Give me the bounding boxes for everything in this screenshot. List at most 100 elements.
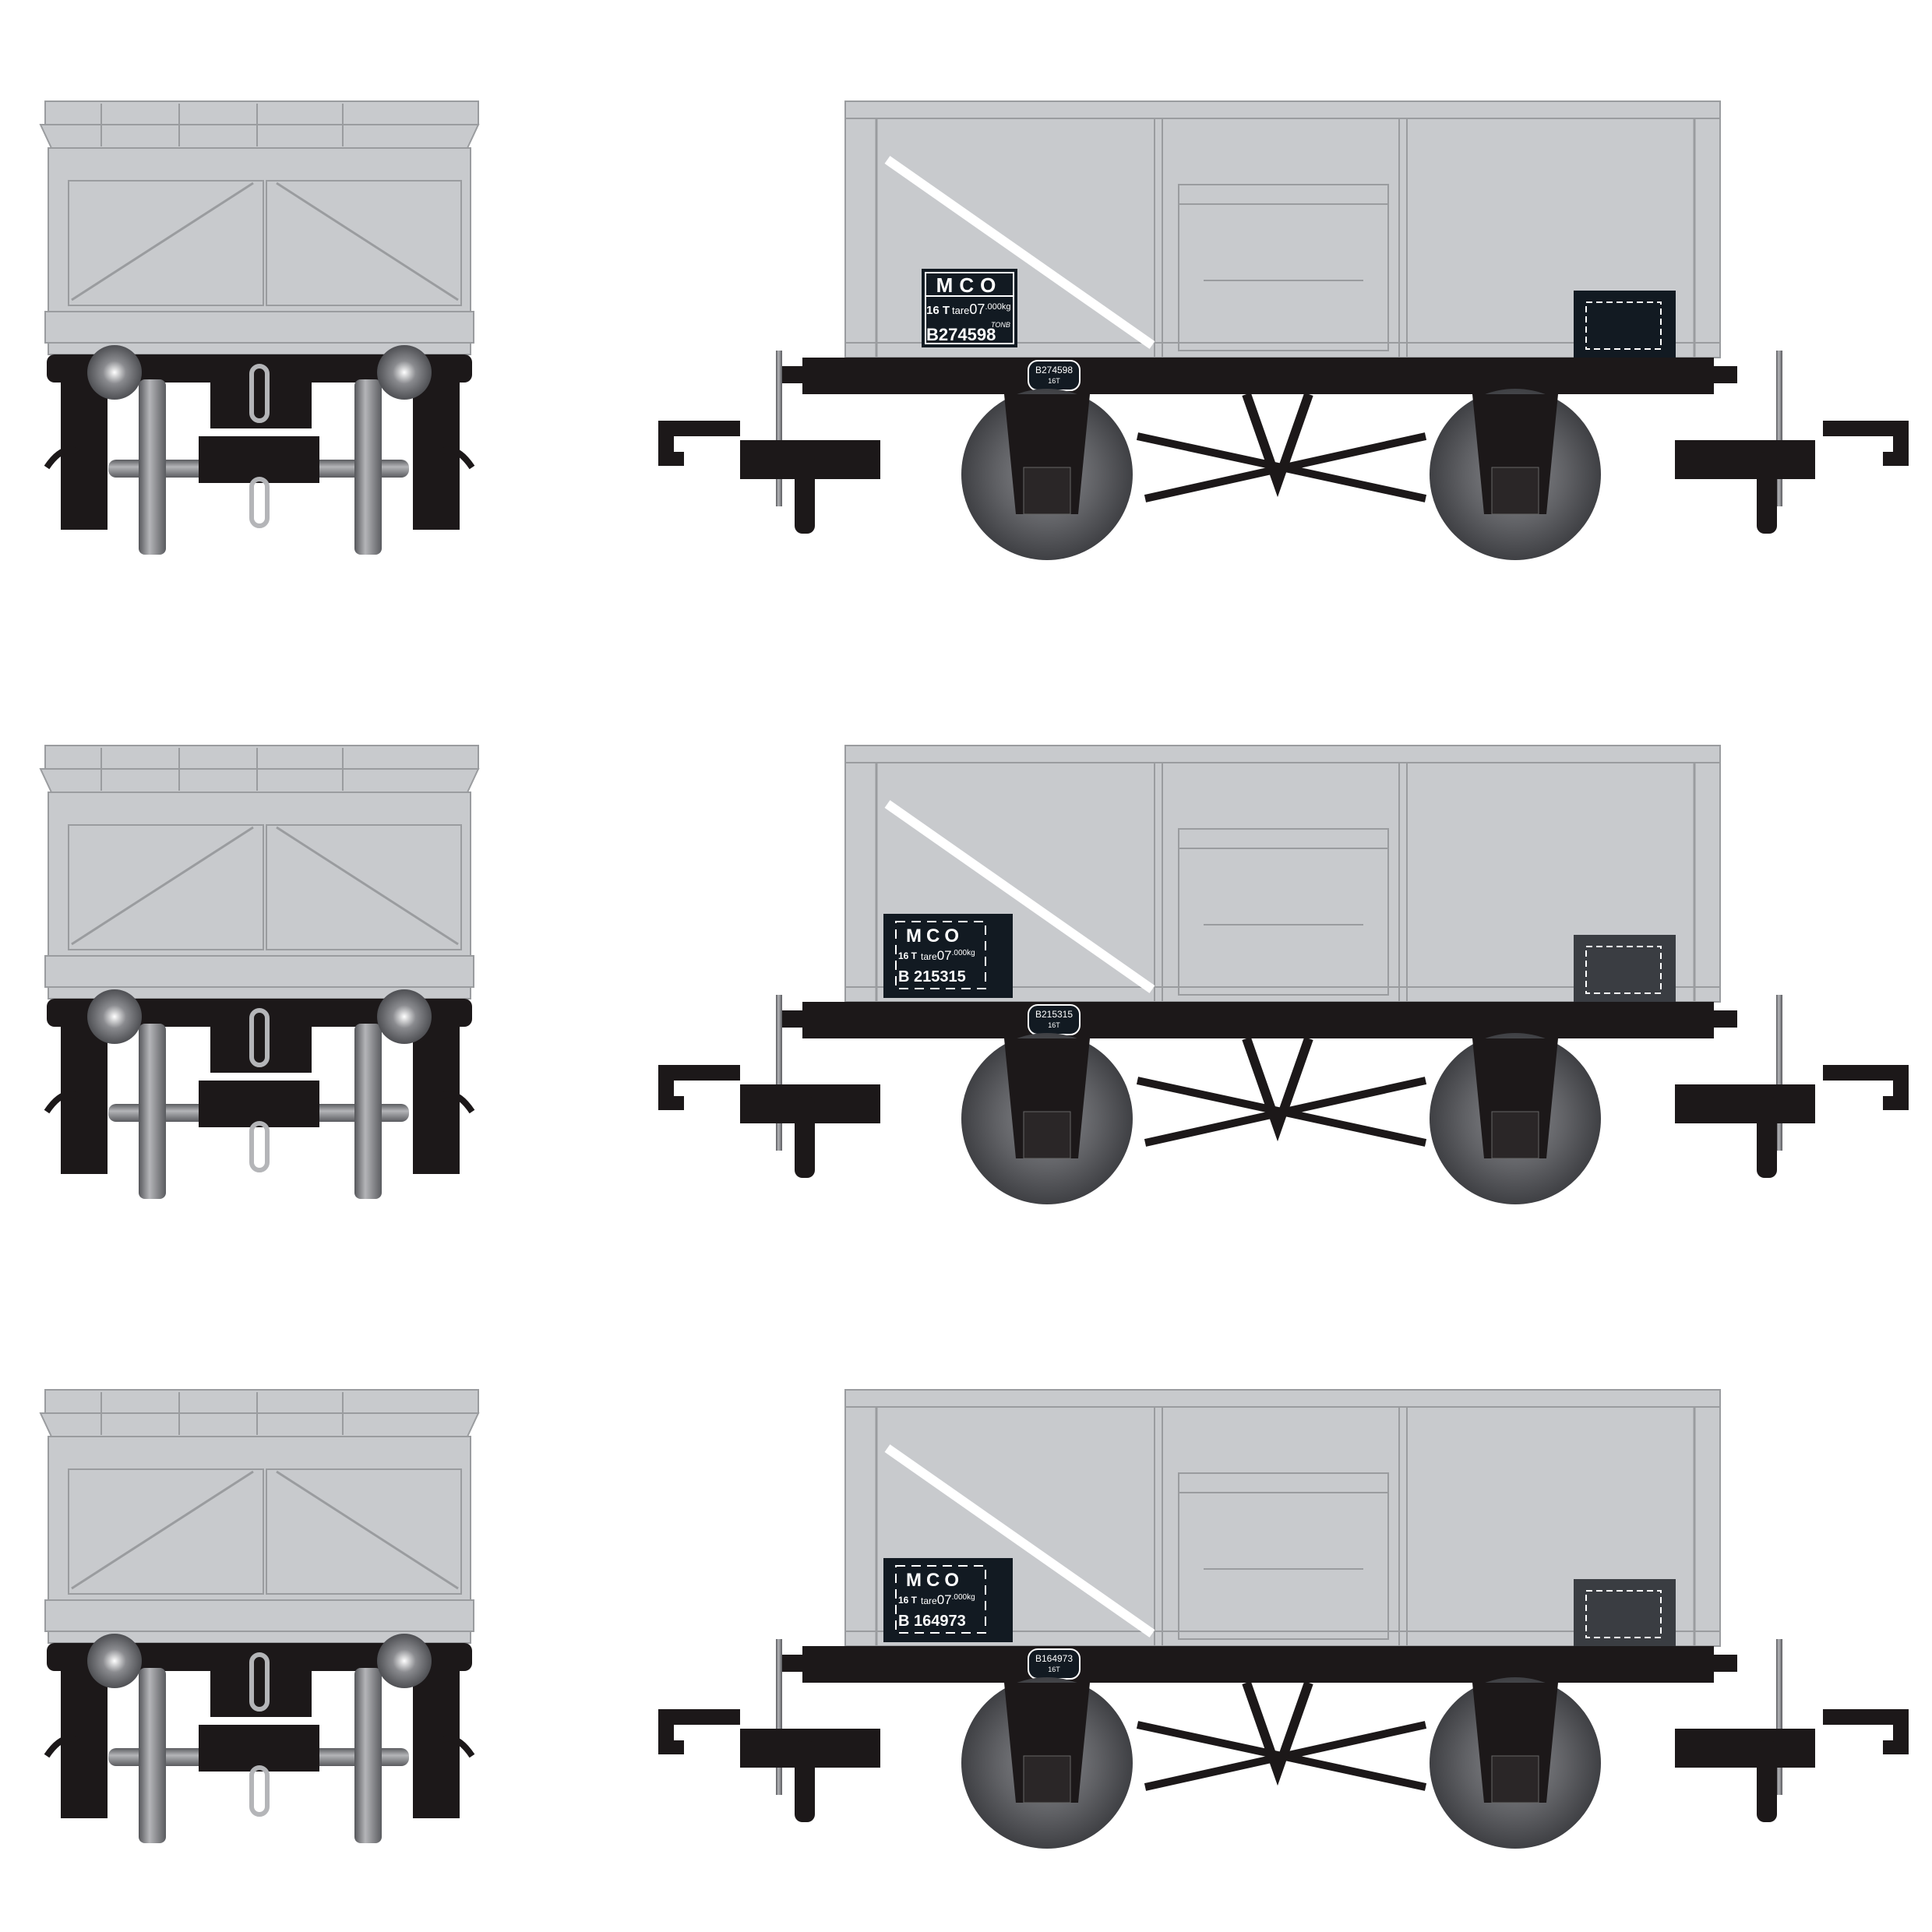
end-handrail-right [439,1091,475,1114]
end-door-right [266,1468,462,1595]
wagon-number: B 164973 [898,1613,966,1630]
end-wheel-right [354,379,382,555]
axlebox [1491,1111,1539,1159]
tare-unit: .000kg [952,949,975,957]
axlebox [1023,1111,1071,1159]
tare-value: 07 [969,301,985,317]
lamp-iron-right [1776,1639,1782,1795]
end-buffer-left [87,989,142,1044]
end-wheel-left [139,1024,166,1199]
brake-v-hanger [1242,393,1313,498]
buffer-left [779,366,802,383]
lamp-iron-left [776,995,782,1151]
end-coupling-block [199,1081,319,1127]
step-left [658,1709,740,1754]
end-coupling-link [249,1008,270,1067]
tare-text: tare07.000kg [921,948,975,963]
end-buffer-right [377,345,432,400]
wagon-number: B 215315 [898,968,966,985]
tare-unit: .000kg [985,302,1010,312]
buffer-right [1714,366,1737,383]
end-wheel-right [354,1024,382,1199]
wagon-number: B274598 [926,325,996,344]
tare-value: 07 [937,948,952,963]
wagon-end-view [39,100,480,555]
end-coupling-link [249,1652,270,1712]
end-door-left [68,824,264,950]
buffer-left [779,1655,802,1672]
class-code: MCO [906,1570,964,1591]
tare-value: 07 [937,1592,952,1607]
end-door-stripe [884,800,1155,993]
end-door-stripe [884,1444,1155,1638]
brake-lever-right [1757,1740,1777,1822]
end-axlebox-left [61,382,108,530]
axlebox [1023,467,1071,515]
end-door-right [266,824,462,950]
end-brace-left [71,1470,254,1590]
end-brace-right [276,182,459,301]
data-panel-background [922,269,1017,347]
end-handrail-left [44,446,79,470]
class-code: MCO [906,925,964,947]
tare-label: tare [921,951,937,962]
end-axlebox-left [61,1026,108,1174]
axlebox [1491,1755,1539,1803]
end-axlebox-right [413,382,460,530]
end-axlebox-right [413,1026,460,1174]
buffer-right [1714,1655,1737,1672]
end-top-flare [39,124,480,149]
buffer-left [779,1010,802,1028]
end-handrail-left [44,1735,79,1758]
end-buffer-left [87,1634,142,1688]
tare-text: tare07.000kg [921,1592,975,1607]
data-panel-background [883,914,1013,998]
end-brace-right [276,1470,459,1590]
plate-capacity: 16T [1048,377,1060,385]
brake-lever-guide-right [1675,1084,1815,1123]
end-wheel-right [354,1668,382,1843]
axlebox [1491,467,1539,515]
buffer-right [1714,1010,1737,1028]
tare-text: tare07.000kg [952,301,1010,317]
end-coupling-chain [249,477,270,528]
solebar [802,1002,1714,1038]
end-handrail-right [439,1735,475,1758]
end-bottom-rail [44,311,474,344]
capacity-text: 16 T [898,950,918,961]
side-door [1178,1472,1389,1640]
side-door [1178,828,1389,996]
end-coupling-chain [249,1121,270,1172]
brake-lever-right [1757,1096,1777,1178]
capacity-text: 16 T [926,304,950,317]
end-door-stripe [884,156,1155,349]
end-door-left [68,180,264,306]
end-top-flare [39,768,480,793]
handwritten-mark: TONB [991,321,1010,329]
step-left [658,1065,740,1110]
end-handrail-left [44,1091,79,1114]
capacity-text: 16 T [898,1595,918,1606]
plate-number: B215315 [1035,1009,1073,1020]
end-buffer-right [377,989,432,1044]
end-buffer-right [377,1634,432,1688]
wagon-end-view [39,745,480,1199]
end-handrail-right [439,446,475,470]
end-buffer-left [87,345,142,400]
brake-lever-right [1757,452,1777,534]
brake-lever-guide-right [1675,1729,1815,1768]
step-right [1823,421,1909,466]
end-top-rail [44,1389,479,1414]
end-brace-left [71,182,254,301]
